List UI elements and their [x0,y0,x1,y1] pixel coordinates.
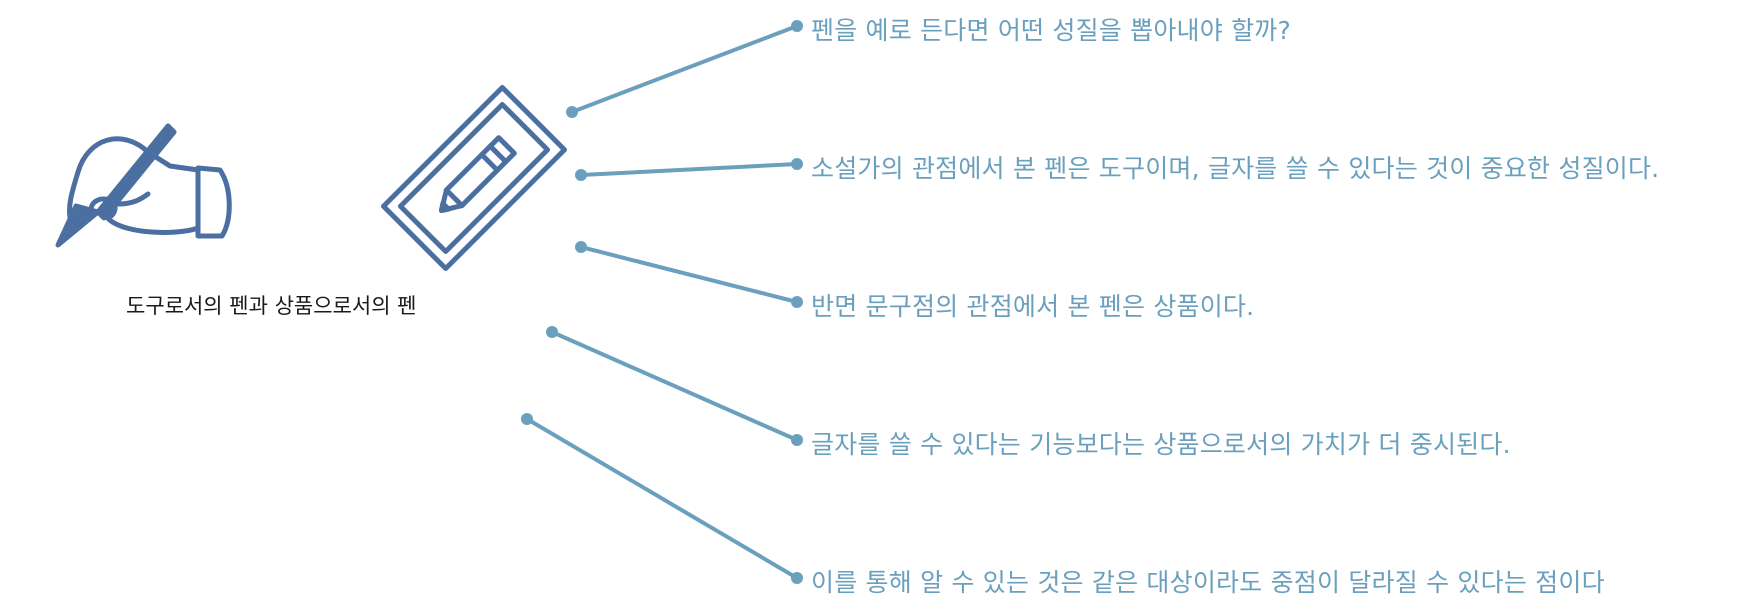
connector-dot-end-4 [791,434,803,446]
point-text-1: 펜을 예로 든다면 어떤 성질을 뽑아내야 할까? [811,16,1291,45]
connector-line-1 [570,24,799,114]
connectors [521,20,803,584]
connector-dot-start-1 [566,106,578,118]
connector-dot-end-1 [791,20,803,32]
connector-dot-start-3 [575,241,587,253]
connector-dot-start-4 [546,326,558,338]
connector-dot-end-2 [791,158,803,170]
connector-line-2 [579,162,799,177]
point-text-4: 글자를 쓸 수 있다는 기능보다는 상품으로서의 가치가 더 중시된다. [811,430,1511,459]
connector-line-5 [525,417,799,580]
connector-dot-start-2 [575,169,587,181]
connector-dot-end-5 [791,572,803,584]
connector-line-3 [579,245,799,304]
pencil-card-icon [380,84,568,272]
connector-dot-end-3 [791,296,803,308]
connector-dot-start-5 [521,413,533,425]
point-text-2: 소설가의 관점에서 본 펜은 도구이며, 글자를 쓸 수 있다는 것이 중요한 … [811,154,1660,183]
writing-hand-icon [55,123,232,248]
connector-line-4 [550,330,799,442]
point-text-5: 이를 통해 알 수 있는 것은 같은 대상이라도 중점이 달라질 수 있다는 점… [811,568,1605,597]
diagram-caption: 도구로서의 펜과 상품으로서의 펜 [126,294,417,318]
point-text-3: 반면 문구점의 관점에서 본 펜은 상품이다. [811,292,1255,321]
